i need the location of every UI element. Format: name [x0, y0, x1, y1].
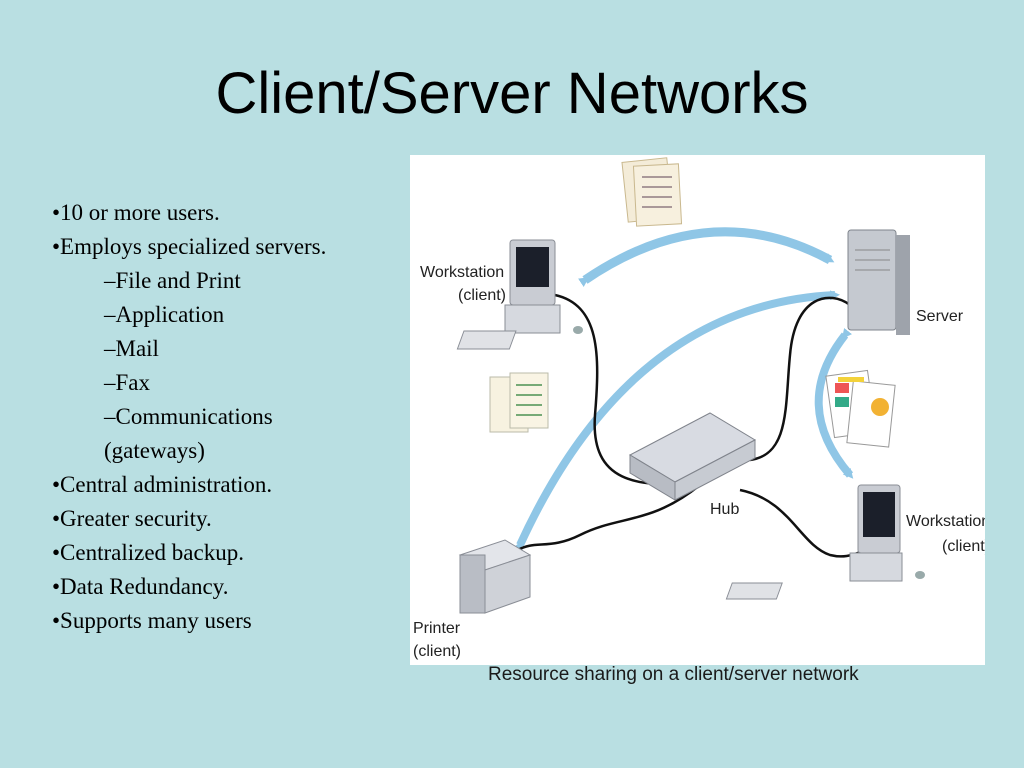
- figure-caption: Resource sharing on a client/server netw…: [488, 664, 859, 685]
- arrow-workstation-server: [578, 227, 835, 287]
- workstation-label: Workstation: [906, 513, 985, 530]
- hub-icon: [628, 412, 757, 501]
- cable: [749, 296, 851, 462]
- cable: [739, 488, 871, 558]
- printer-label: (client): [413, 643, 461, 660]
- document-icon: [621, 157, 683, 227]
- printer-label: Printer: [413, 620, 461, 637]
- slide-title: Client/Server Networks: [215, 61, 809, 126]
- server-label: Server: [916, 308, 964, 325]
- cable: [517, 484, 701, 552]
- arrow-printer-server: [513, 290, 840, 552]
- bullet-item: •Employs specialized servers.: [52, 234, 327, 259]
- workstation-label: (client): [458, 287, 506, 304]
- hub-label: Hub: [710, 501, 739, 518]
- workstation-icon: [725, 484, 925, 600]
- sub-bullet-item: –Communications (gateways): [104, 404, 273, 463]
- bullet-item: •Central administration.: [52, 472, 273, 497]
- bullet-list: •10 or more users. •Employs specialized …: [52, 196, 372, 638]
- sub-bullet-item: –Fax: [104, 370, 150, 395]
- bullet-item: •Supports many users: [52, 608, 252, 633]
- sub-bullet-item: –Mail: [104, 336, 159, 361]
- workstation-label: Workstation: [420, 264, 504, 281]
- arrow-server-workstation2: [814, 327, 854, 479]
- bullet-item: •Greater security.: [52, 506, 212, 531]
- network-diagram: Workstation (client) Server Hub Workstat…: [410, 155, 990, 665]
- bullet-item: •10 or more users.: [52, 200, 220, 225]
- sub-bullet-item: –Application: [104, 302, 225, 327]
- bullet-item: •Data Redundancy.: [52, 574, 229, 599]
- document-icon: [825, 369, 896, 448]
- bullet-item: •Centralized backup.: [52, 540, 244, 565]
- workstation-label: (client): [942, 538, 985, 555]
- printer-icon: [458, 539, 532, 614]
- workstation-icon: [456, 239, 583, 350]
- server-icon: [847, 229, 910, 335]
- document-icon: [489, 372, 549, 433]
- network-diagram-svg: Workstation (client) Server Hub Workstat…: [413, 157, 990, 660]
- sub-bullet-item: –File and Print: [104, 268, 241, 293]
